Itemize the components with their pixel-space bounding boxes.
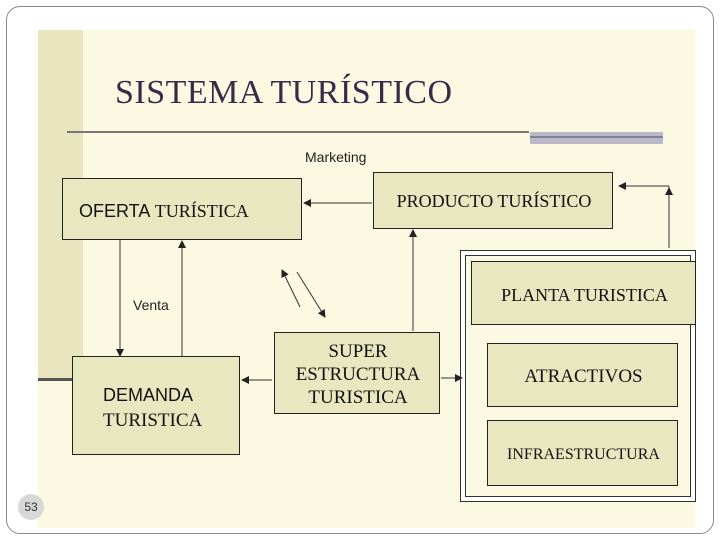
slide-left-line [38, 378, 78, 381]
box-atractivos: ATRACTIVOS [487, 343, 678, 407]
infraestructura-text: INFRAESTRUCTURA [507, 446, 660, 463]
oferta-turistica-word: TURÍSTICA [154, 201, 249, 221]
box-oferta-turistica: OFERTA TURÍSTICA [62, 178, 302, 240]
atractivos-text: ATRACTIVOS [524, 366, 643, 387]
super-line1: SUPER [328, 341, 388, 362]
arrow-diagonal-down [296, 271, 326, 318]
label-venta: Venta [133, 297, 169, 313]
demanda-line1: DEMANDA [103, 385, 194, 405]
box-infraestructura: INFRAESTRUCTURA [487, 420, 678, 486]
arrow-diagonal-up [281, 269, 301, 308]
producto-text: PRODUCTO TURÍSTICO [396, 191, 592, 211]
super-line2: ESTRUCTURA [295, 364, 421, 385]
planta-text: PLANTA TURISTICA [501, 285, 668, 305]
oferta-word: OFERTA [79, 201, 151, 221]
super-line3: TURISTICA [308, 387, 408, 408]
box-producto-turistico: PRODUCTO TURÍSTICO [373, 172, 613, 229]
slide-number: 53 [18, 494, 44, 520]
label-marketing: Marketing [305, 149, 367, 165]
box-superestructura: SUPER ESTRUCTURA TURISTICA [274, 332, 440, 414]
demanda-line2: TURISTICA [103, 410, 203, 431]
title-rule [67, 131, 529, 133]
box-planta-turistica: PLANTA TURISTICA [471, 261, 696, 325]
slide-frame [6, 6, 714, 534]
box-demanda-turistica: DEMANDA TURISTICA [72, 356, 240, 455]
title-rule-accent [530, 132, 663, 144]
title-rule-accent-line [530, 136, 663, 138]
slide-title: SISTEMA TURÍSTICO [115, 74, 453, 111]
